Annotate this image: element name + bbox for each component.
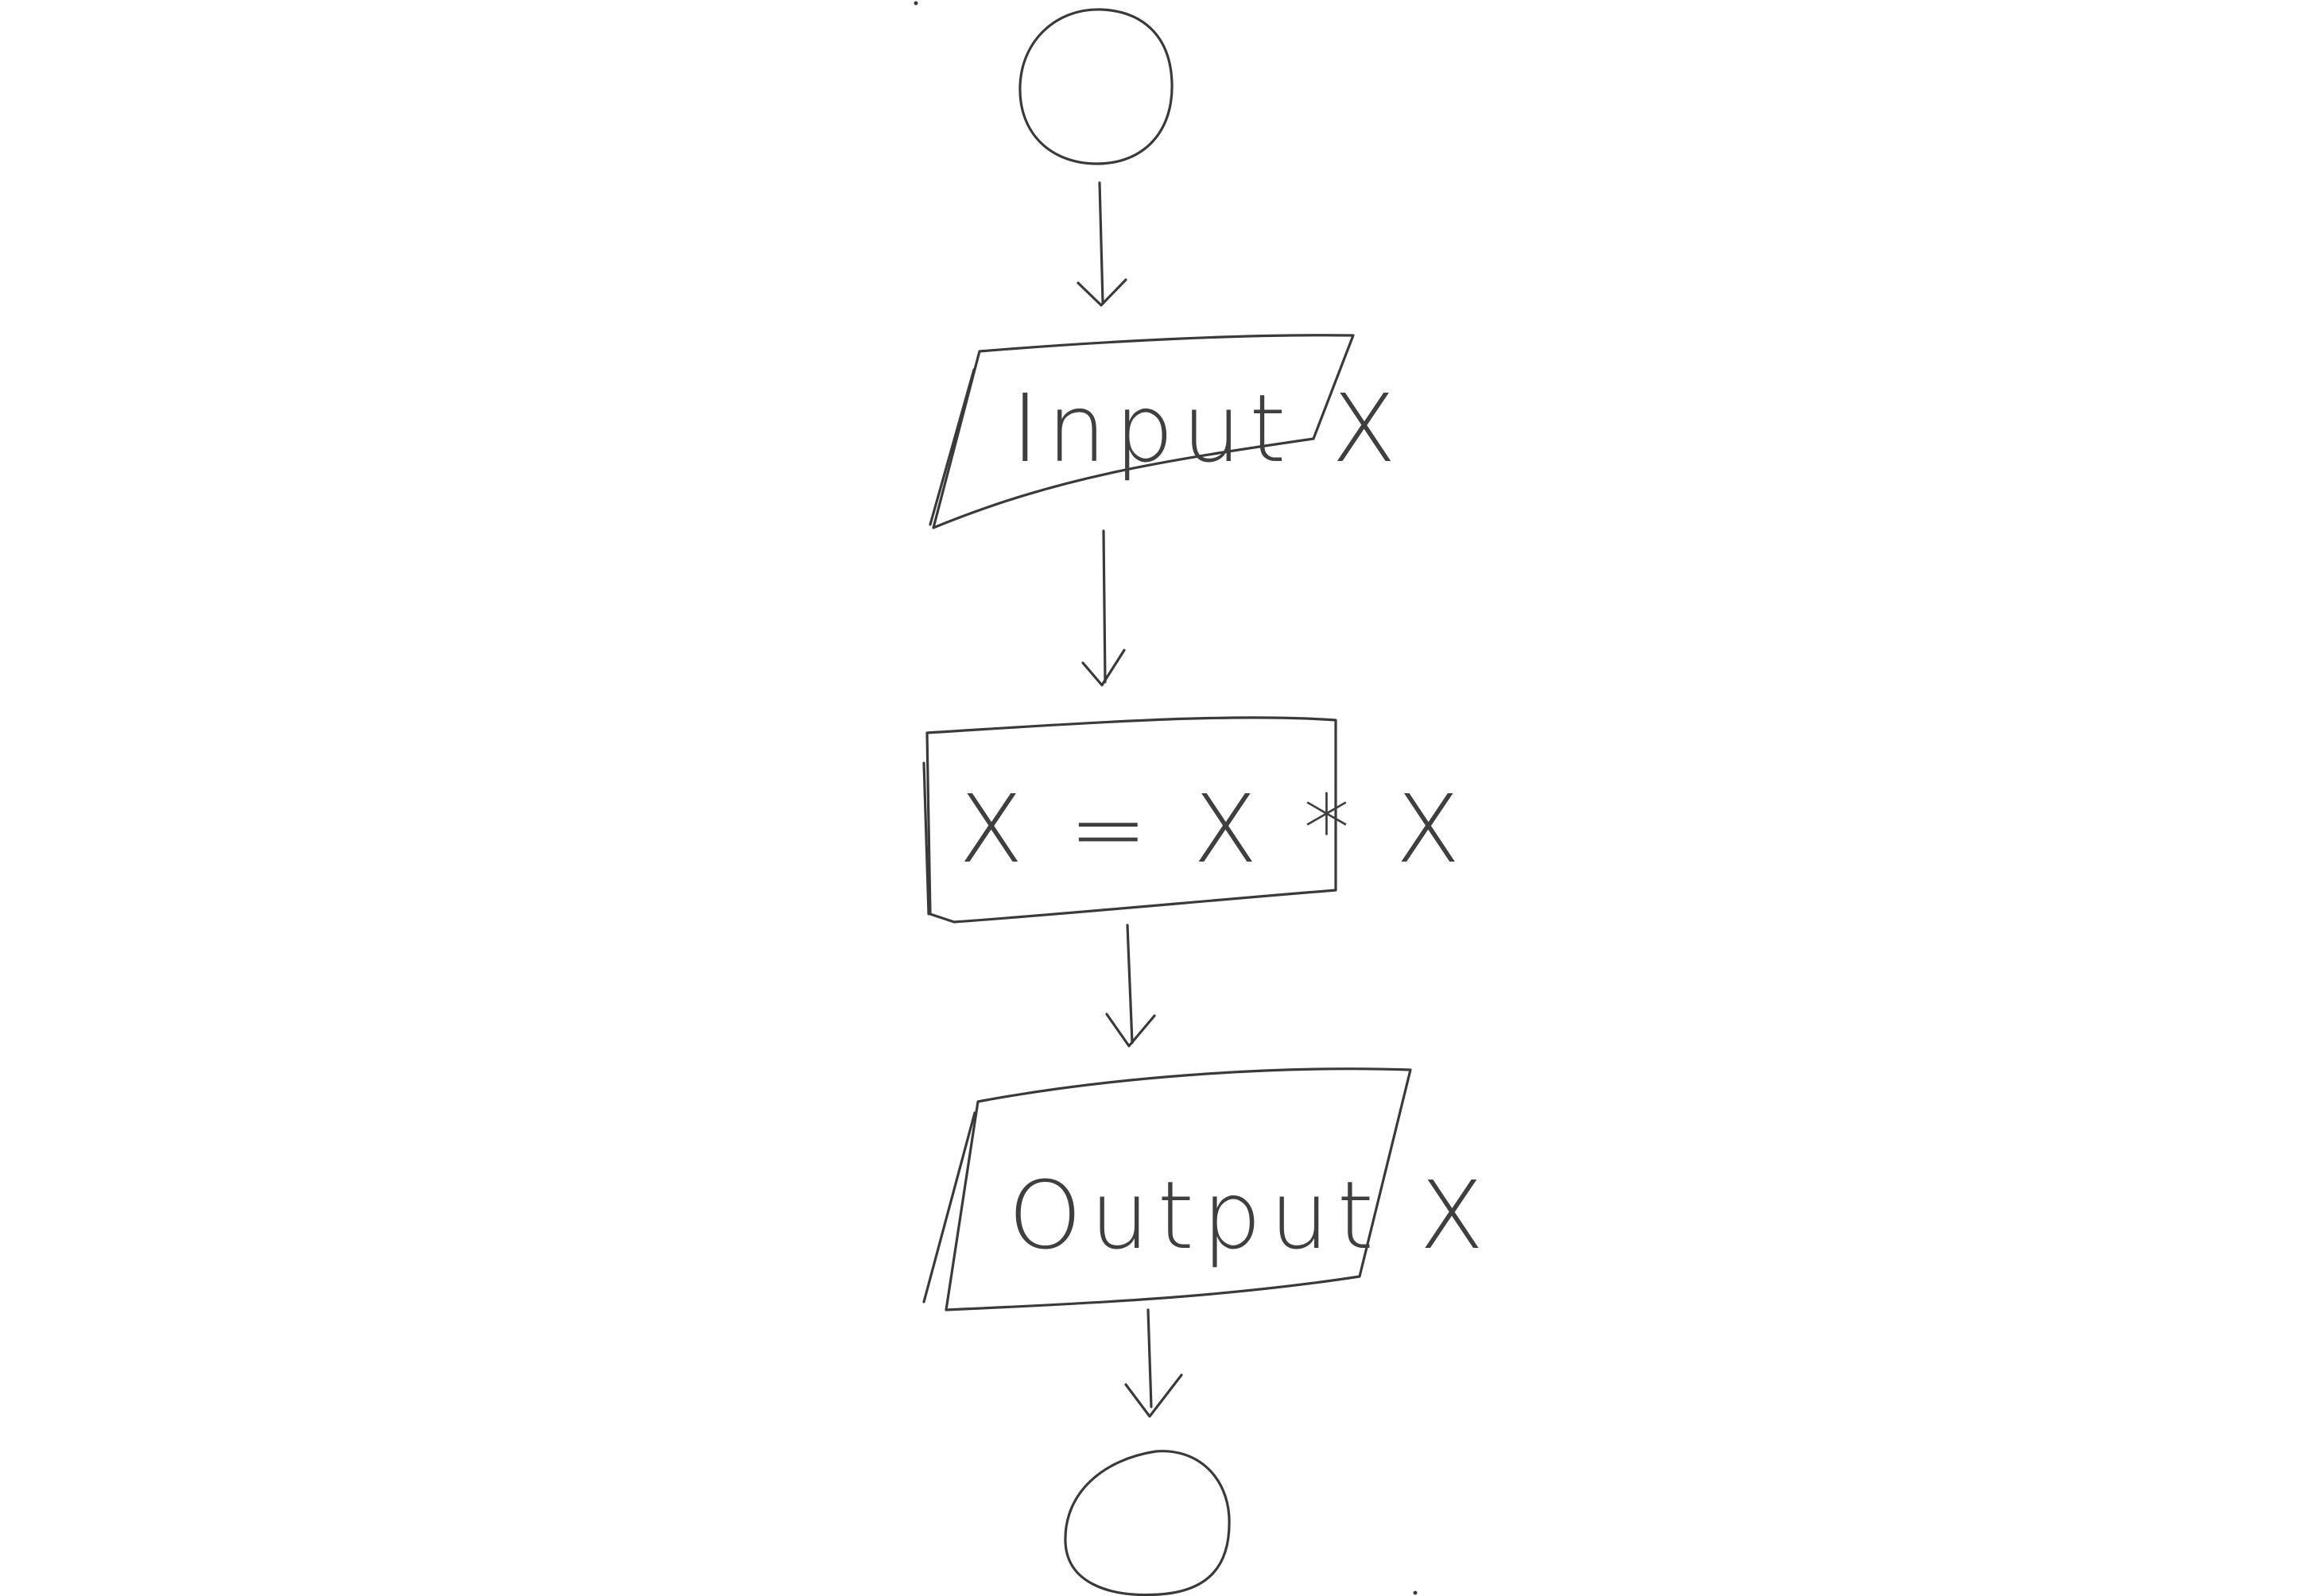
arrow-process-to-output xyxy=(1105,924,1156,1048)
output-label: Output X xyxy=(1008,1160,1492,1270)
input-label: Input X xyxy=(1011,374,1404,483)
start-node[interactable] xyxy=(1018,8,1174,165)
arrow-input-to-process xyxy=(1081,529,1126,687)
stray-dot xyxy=(1413,1590,1418,1595)
end-node[interactable] xyxy=(1064,1450,1231,1596)
process-node[interactable]: X = X * X xyxy=(922,716,1468,924)
arrow-output-to-end xyxy=(1124,1308,1183,1418)
process-label: X = X * X xyxy=(959,774,1468,884)
input-node[interactable]: Input X xyxy=(929,334,1404,529)
output-node[interactable]: Output X xyxy=(922,1067,1492,1311)
arrow-start-to-input xyxy=(1077,181,1127,307)
stray-dot xyxy=(914,1,918,6)
